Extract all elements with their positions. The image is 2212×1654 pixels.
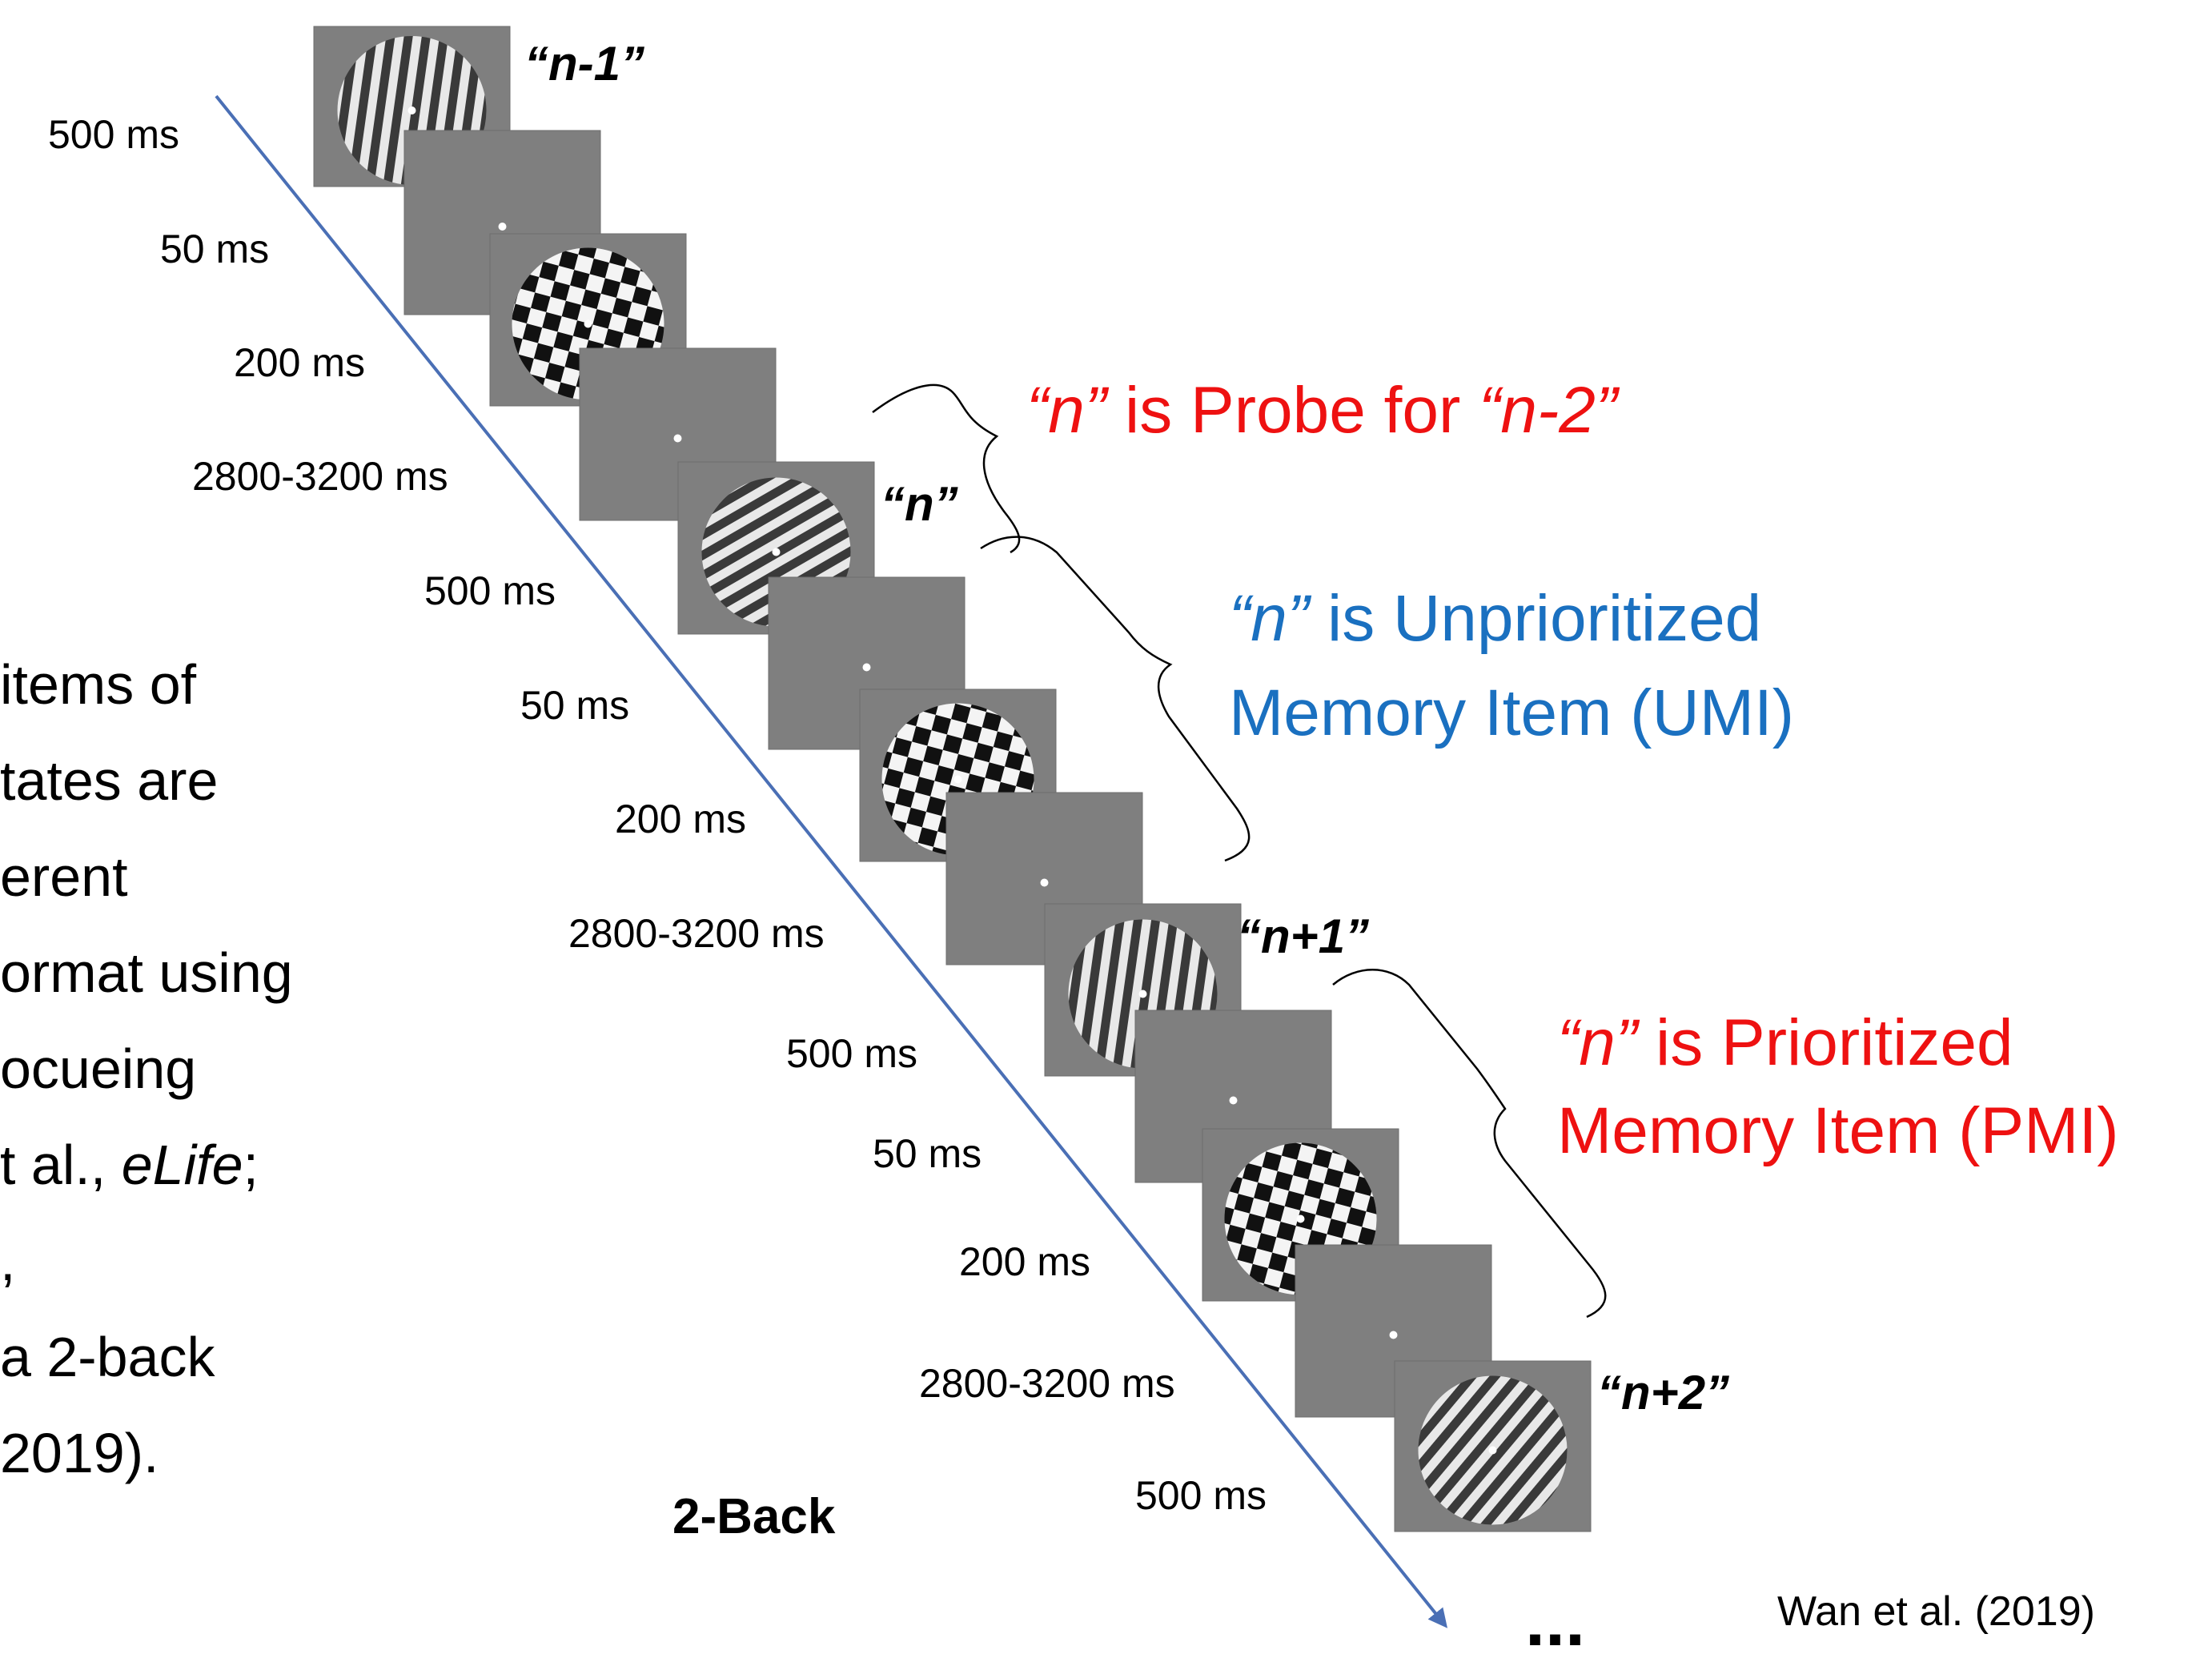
annotation-pmi-quote: “n”	[1557, 1006, 1640, 1079]
fixation-dot	[1138, 990, 1147, 998]
left-text-line: a 2-back	[0, 1326, 215, 1388]
stimulus-label: “n+1”	[1237, 909, 1369, 963]
duration-label: 200 ms	[959, 1239, 1090, 1284]
timeline-arrow	[215, 94, 1448, 1628]
grating-panel	[1394, 1360, 1592, 1532]
fixation-dot	[1296, 1214, 1305, 1223]
brace-umi	[980, 536, 1251, 862]
annotation-umi-text: is Unprioritized	[1309, 582, 1761, 655]
annotation-pmi-line2: Memory Item (PMI)	[1557, 1094, 2119, 1167]
duration-label: 500 ms	[786, 1031, 917, 1076]
left-text-line: ,	[0, 1230, 16, 1292]
citation: Wan et al. (2019)	[1777, 1588, 2095, 1635]
duration-label: 500 ms	[1135, 1473, 1267, 1518]
brace-probe	[872, 383, 1021, 554]
left-text-line: tates are	[0, 749, 219, 812]
fixation-dot	[407, 106, 416, 114]
annotation-umi-line2: Memory Item (UMI)	[1229, 676, 1794, 749]
annotation-umi-quote: “n”	[1229, 582, 1312, 655]
left-text-line: ormat using	[0, 941, 293, 1004]
left-text-line: items of	[0, 653, 197, 716]
ellipsis: ...	[1525, 1581, 1585, 1654]
brace-pmi	[1332, 969, 1607, 1319]
fixation-dot	[673, 434, 682, 443]
fixation-dot	[1488, 1446, 1497, 1455]
fixation-dot	[1229, 1096, 1238, 1105]
annotation-probe-text: is Probe for	[1106, 374, 1479, 447]
fixation-dot	[584, 319, 592, 328]
left-text-line: erent	[0, 845, 128, 908]
duration-label: 50 ms	[873, 1131, 982, 1176]
duration-label: 2800-3200 ms	[919, 1361, 1175, 1406]
annotation-pmi-text: is Prioritized	[1637, 1006, 2013, 1079]
duration-label: 500 ms	[48, 112, 179, 157]
left-text-authors: t al.,	[0, 1134, 122, 1196]
annotation-probe: “n” is Probe for “n-2”	[1026, 374, 1620, 447]
annotation-probe-quote2: “n-2”	[1479, 374, 1620, 447]
duration-label: 200 ms	[234, 340, 365, 385]
left-text-line-citation: t al., eLife;	[0, 1117, 400, 1213]
fixation-dot	[953, 775, 962, 784]
duration-label: 50 ms	[160, 227, 269, 271]
block-label: 2-Back	[672, 1489, 836, 1544]
duration-label: 2800-3200 ms	[568, 911, 825, 956]
duration-label: 50 ms	[520, 683, 629, 728]
duration-label: 500 ms	[424, 568, 556, 613]
left-body-text: items of tates are erent ormat using ocu…	[0, 636, 400, 1501]
annotation-probe-quote: “n”	[1026, 374, 1110, 447]
journal-name: eLife	[121, 1134, 243, 1196]
stimulus-label: “n+2”	[1597, 1366, 1729, 1419]
annotation-umi-line1: “n” is Unprioritized	[1229, 582, 1761, 655]
left-text-line: 2019).	[0, 1422, 159, 1484]
fixation-dot	[498, 223, 507, 231]
annotation-pmi-line1: “n” is Prioritized	[1557, 1006, 2013, 1079]
fixation-dot	[1040, 878, 1049, 887]
left-text-line: ocueing	[0, 1038, 197, 1100]
left-text-semicolon: ;	[243, 1134, 259, 1196]
stimulus-label: “n-1”	[524, 37, 644, 90]
stimulus-label: “n”	[881, 477, 958, 531]
fixation-dot	[772, 548, 781, 556]
stimulus-panels	[313, 26, 1592, 1532]
fixation-dot	[862, 663, 871, 672]
fixation-dot	[1389, 1331, 1398, 1339]
duration-label: 2800-3200 ms	[192, 454, 448, 499]
duration-label: 200 ms	[615, 797, 746, 841]
